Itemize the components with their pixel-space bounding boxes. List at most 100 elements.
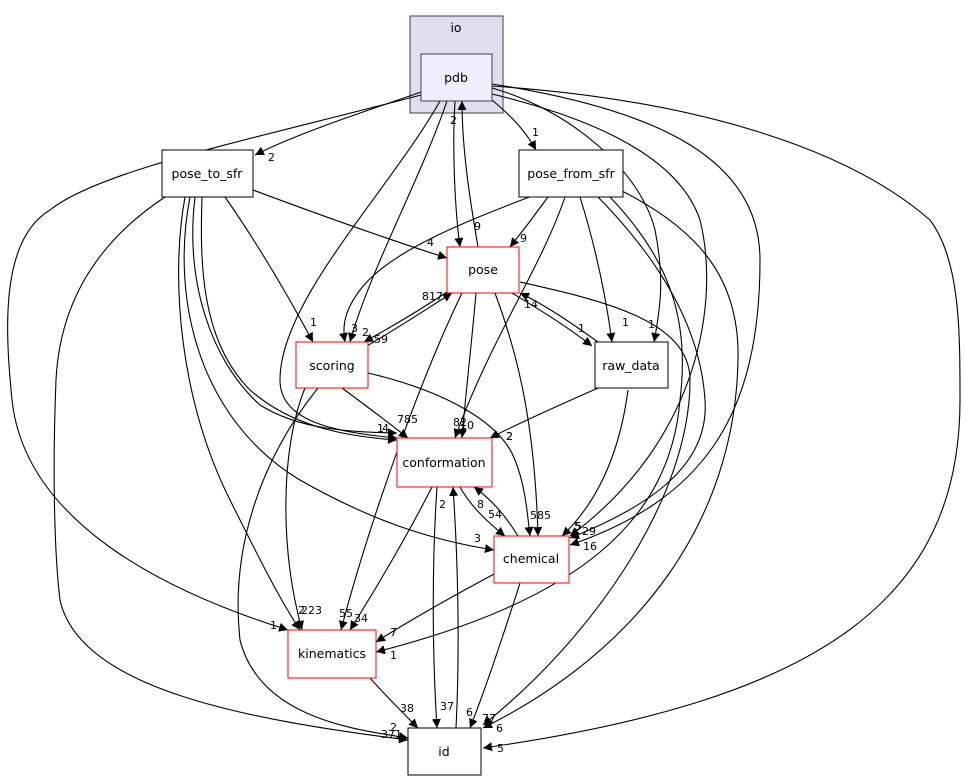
edge-label[interactable]: 2 — [390, 721, 397, 734]
edge-label[interactable]: 82 — [453, 416, 467, 429]
edge-pose_to_sfr-conformation-b — [192, 196, 398, 438]
edge-label[interactable]: 1 — [390, 649, 397, 662]
edge-label[interactable]: 2 — [362, 326, 369, 339]
edge-label[interactable]: 2 — [268, 151, 275, 164]
edge-label[interactable]: 55 — [339, 607, 353, 620]
edge-conformation-id — [431, 486, 441, 729]
edge-label[interactable]: 59 — [374, 333, 388, 346]
edge-label[interactable]: 2 — [506, 430, 513, 443]
edge-label[interactable]: 1 — [270, 619, 277, 632]
edge-label[interactable]: 1 — [532, 126, 539, 139]
edge-label[interactable]: 223 — [301, 604, 322, 617]
node-pose_to_sfr[interactable]: pose_to_sfr — [161, 149, 254, 198]
edge-label[interactable]: 4 — [427, 236, 434, 249]
edge-pose_from_sfr-chemical — [569, 196, 706, 539]
edge-label[interactable]: 585 — [530, 509, 551, 522]
edge-scoring-pose — [359, 292, 453, 351]
edge-label[interactable]: 34 — [354, 612, 368, 625]
edge-label[interactable]: 38 — [400, 702, 414, 715]
edge-labels: 2 1 9 2 3 1 1 29 16 1 5 4 1 4 3 2 2 9 2 … — [268, 114, 655, 755]
node-pose_from_sfr[interactable]: pose_from_sfr — [518, 149, 624, 198]
edge-label[interactable]: 10 — [460, 419, 474, 432]
edge-kinematics-id — [369, 677, 419, 729]
edge-pose-conformation — [458, 292, 477, 439]
edge-pose_to_sfr-scoring — [224, 196, 314, 343]
edge-label[interactable]: 2 — [450, 114, 457, 127]
edge-pdb-scoring — [348, 100, 448, 343]
node-chemical[interactable]: chemical — [493, 535, 570, 584]
edge-label[interactable]: 2 — [439, 498, 446, 511]
node-pdb-label: pdb — [444, 70, 468, 85]
edge-label[interactable]: 7 — [390, 626, 397, 639]
node-kinematics-label: kinematics — [298, 646, 366, 661]
edge-conformation-chemical — [459, 486, 506, 537]
edge-label[interactable]: 1 — [578, 322, 585, 335]
edge-chemical-kinematics — [375, 572, 497, 643]
edge-label[interactable]: 5 — [574, 520, 581, 533]
edge-label[interactable]: 29 — [582, 525, 596, 538]
node-kinematics[interactable]: kinematics — [287, 629, 377, 679]
edge-pdb-chemical — [491, 93, 708, 537]
edge-scoring-chemical — [367, 372, 534, 537]
edge-label[interactable]: 2 — [506, 430, 513, 443]
edge-pdb-id — [482, 85, 961, 752]
edge-label[interactable]: 9 — [474, 220, 481, 233]
cluster-io-label: io — [450, 20, 461, 35]
edge-id-conformation — [449, 486, 459, 729]
edge-raw_data-chemical — [561, 389, 629, 537]
edge-label[interactable]: 4 — [382, 422, 389, 435]
edge-pose_to_sfr-chemical — [183, 196, 495, 554]
edge-label[interactable]: 5 — [497, 742, 504, 755]
nodes: pdb pose_to_sfr pose_from_sfr pose scori… — [161, 53, 669, 776]
edge-label[interactable]: 77 — [482, 712, 496, 725]
edge-pose_to_sfr-kinematics — [178, 196, 301, 631]
node-raw_data[interactable]: raw_data — [594, 341, 669, 389]
node-pdb[interactable]: pdb — [420, 53, 493, 102]
node-scoring-label: scoring — [309, 358, 355, 373]
node-conformation[interactable]: conformation — [396, 437, 493, 488]
edge-pose-id — [482, 281, 691, 726]
node-id-label: id — [438, 744, 449, 759]
node-scoring[interactable]: scoring — [295, 341, 369, 389]
edge-label[interactable]: 785 — [397, 413, 418, 426]
edge-label[interactable]: 1 — [377, 422, 384, 435]
edge-label[interactable]: 2 — [298, 604, 305, 617]
edge-label[interactable]: 8 — [477, 498, 484, 511]
edge-label[interactable]: 6 — [466, 706, 473, 719]
edge-raw_data-conformation — [489, 387, 599, 439]
edges — [7, 83, 961, 752]
edge-label[interactable]: 1 — [622, 316, 629, 329]
edge-pose_from_sfr-id — [482, 189, 739, 729]
edge-label[interactable]: 37 — [440, 700, 454, 713]
edge-label[interactable]: 371 — [381, 728, 402, 741]
edge-label[interactable]: 54 — [488, 508, 502, 521]
edge-label[interactable]: 3 — [474, 532, 481, 545]
edge-label[interactable]: 3 — [351, 322, 358, 335]
edge-label[interactable]: 9 — [520, 232, 527, 245]
node-pose[interactable]: pose — [446, 246, 520, 294]
edge-pdb-pose_to_sfr — [254, 91, 422, 156]
edge-label[interactable]: 6 — [496, 722, 503, 735]
edge-label[interactable]: 5 — [575, 520, 582, 533]
node-raw_data-label: raw_data — [602, 358, 659, 373]
edge-pose-chemical — [494, 292, 543, 537]
edge-label[interactable]: 1 — [310, 316, 317, 329]
edge-label[interactable]: 16 — [583, 540, 597, 553]
node-id[interactable]: id — [407, 727, 482, 776]
node-chemical-label: chemical — [503, 551, 559, 566]
edge-pose_to_sfr-pose — [252, 189, 448, 260]
edge-label[interactable]: 14 — [524, 298, 538, 311]
edge-chemical-conformation — [473, 486, 519, 537]
node-pose-label: pose — [468, 262, 498, 277]
edge-chemical-id — [469, 582, 521, 729]
node-conformation-label: conformation — [402, 455, 485, 470]
edge-label[interactable]: 1 — [648, 318, 655, 331]
edge-label[interactable]: 817 — [422, 290, 443, 303]
edge-pdb-conformation — [279, 100, 441, 442]
edge-pose_to_sfr-conformation — [200, 196, 398, 444]
edge-pdb-chemical-b — [491, 83, 761, 547]
edge-pose_to_sfr-id — [53, 196, 409, 744]
edge-pose_from_sfr-conformation — [453, 196, 566, 439]
edge-pose-scoring — [363, 289, 451, 343]
